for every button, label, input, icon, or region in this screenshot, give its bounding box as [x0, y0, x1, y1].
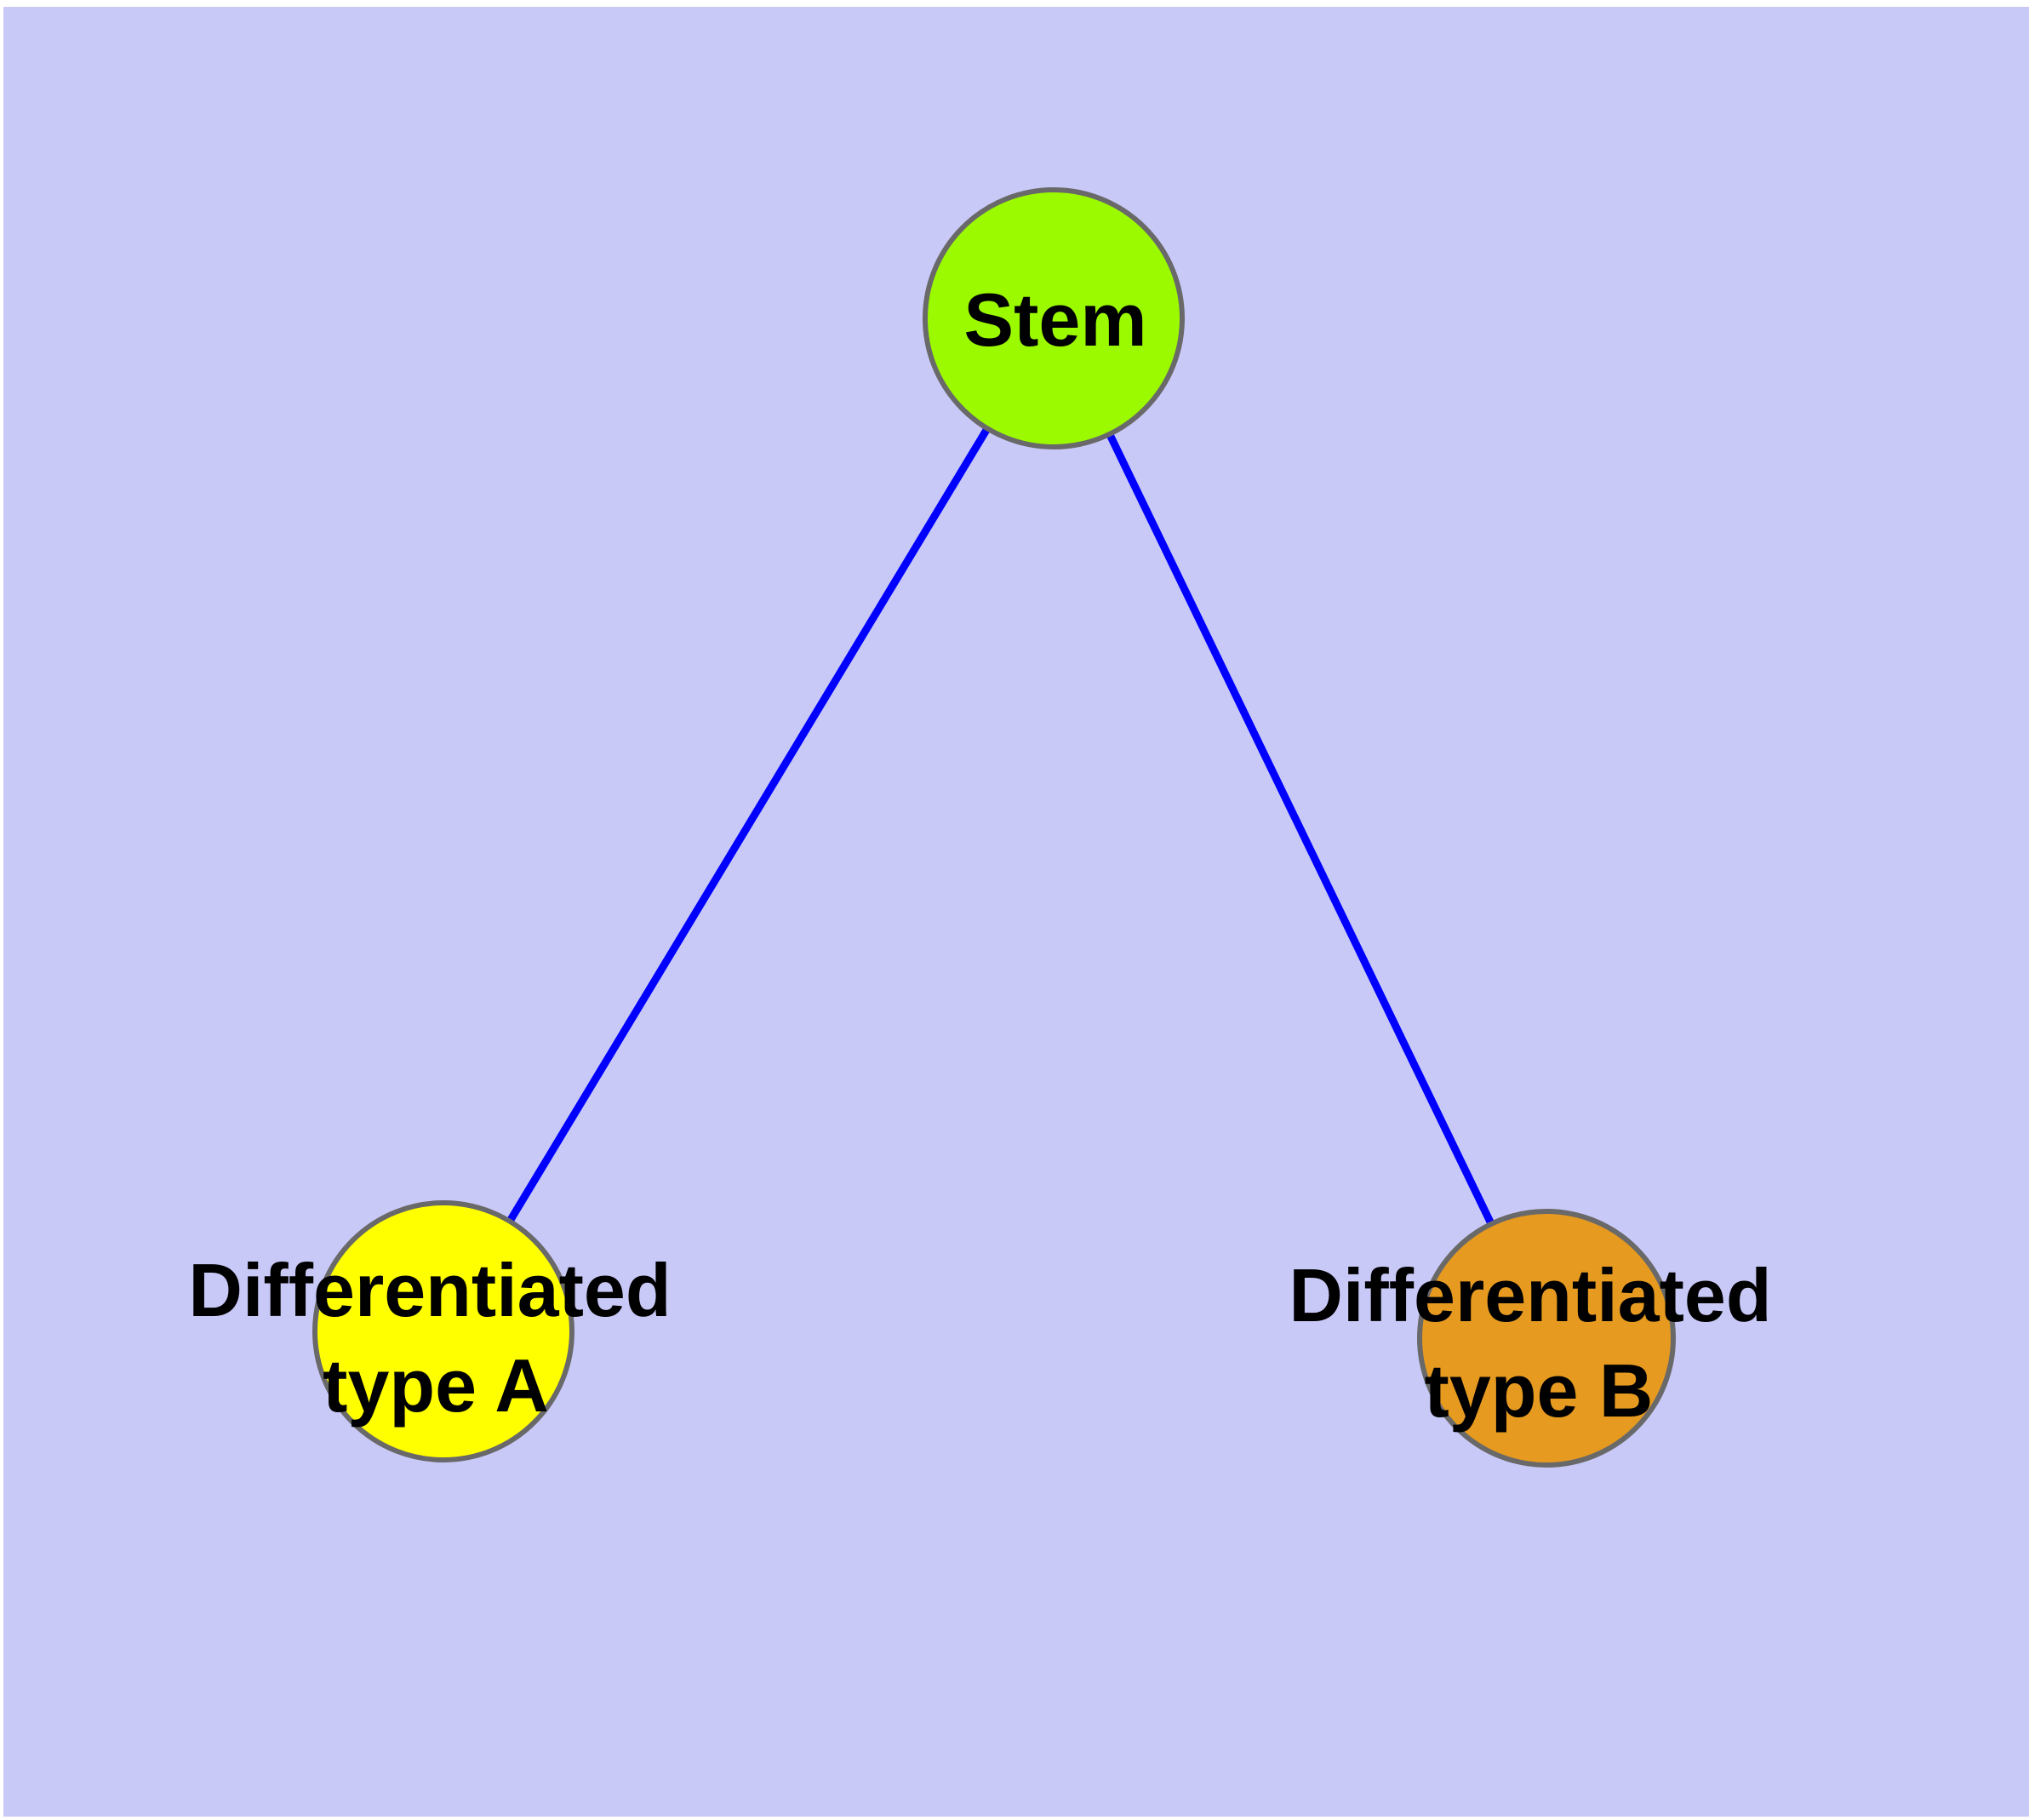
stem-to-type-b-edge	[1049, 317, 1551, 1340]
stem-node-label: Stem	[963, 278, 1146, 362]
type-b-node	[1417, 1209, 1676, 1468]
type-b-label-line1: Differentiated	[1289, 1253, 1771, 1337]
stem-to-type-a-edge	[440, 316, 1057, 1334]
type-a-label-line1: Differentiated	[188, 1248, 671, 1332]
stem-node	[923, 187, 1185, 449]
type-a-label-line2: type A	[323, 1343, 549, 1428]
type-a-node	[312, 1200, 574, 1462]
type-b-label-line2: type B	[1425, 1348, 1654, 1433]
